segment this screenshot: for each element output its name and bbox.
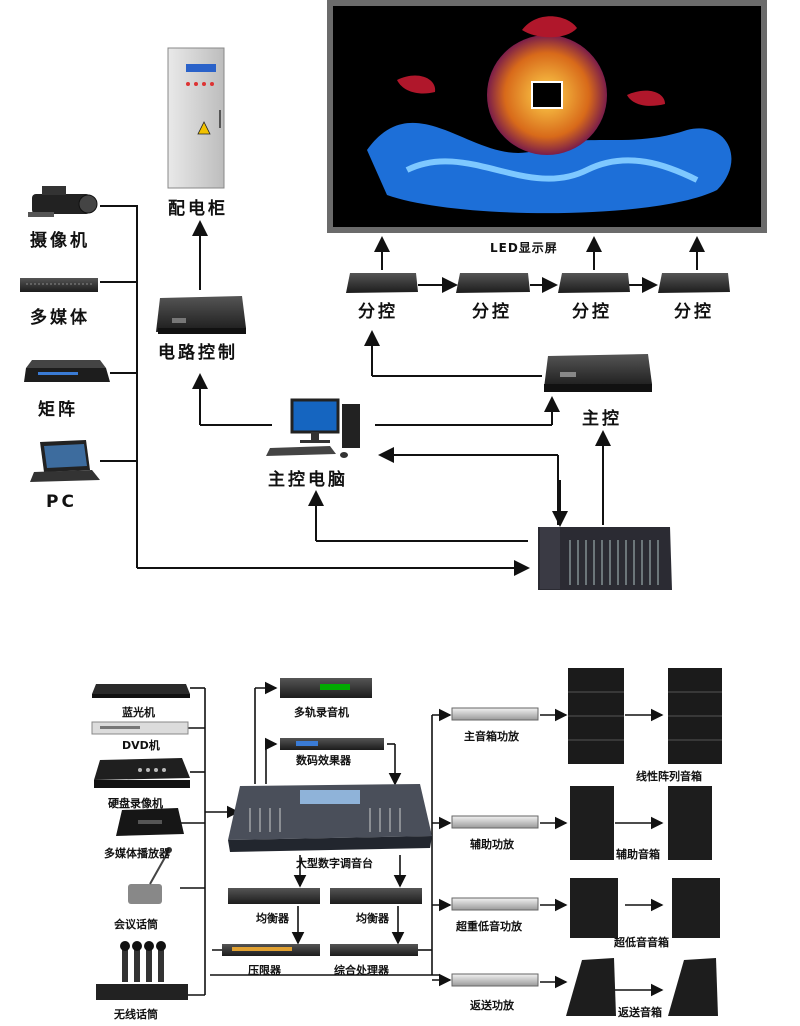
source-label-dvd: DVD机	[122, 739, 160, 752]
aux-speaker-icon	[570, 786, 712, 860]
sub-controller-box	[346, 273, 730, 293]
sub-control-label-2: 分控	[472, 302, 512, 322]
amp-label-monitor: 返送功放	[470, 999, 514, 1012]
digital-console-icon	[228, 784, 432, 852]
line-array-speaker-icon	[568, 668, 722, 764]
limiter-icon	[222, 944, 320, 956]
camera-icon	[28, 186, 98, 217]
processor-label: 综合处理器	[334, 964, 389, 977]
source-label-media-player: 多媒体播放器	[104, 847, 170, 860]
audio-mixer-icon	[538, 527, 672, 590]
amp-label-sub: 超重低音功放	[456, 920, 522, 933]
sub-control-label-3: 分控	[572, 302, 612, 322]
dvr-icon	[94, 758, 190, 788]
speaker-label-aux: 辅助音箱	[616, 848, 660, 861]
source-label-camera: 摄像机	[30, 231, 90, 251]
source-label-matrix: 矩阵	[38, 400, 78, 420]
digital-fx-label: 数码效果器	[296, 754, 351, 767]
wireless-mic-icon	[96, 941, 188, 1000]
conference-mic-icon	[128, 847, 172, 904]
mixer-label: 大型数字调音台	[296, 857, 373, 870]
speaker-label-line-array: 线性阵列音箱	[636, 770, 702, 783]
sub-control-label-1: 分控	[358, 302, 398, 322]
amp-label-main: 主音箱功放	[464, 730, 519, 743]
desktop-computer-icon	[266, 398, 360, 458]
power-cabinet-icon	[167, 47, 225, 189]
multitrack-recorder-icon	[280, 678, 372, 698]
circuit-control-box	[156, 296, 246, 334]
source-label-conference-mic: 会议话筒	[114, 918, 158, 931]
speaker-label-monitor: 返送音箱	[618, 1006, 662, 1019]
main-control-label: 主控	[582, 409, 622, 429]
eq1-label: 均衡器	[256, 912, 289, 925]
cabinet-label: 配电柜	[168, 199, 228, 219]
led-screen-label: LED显示屏	[490, 241, 558, 255]
limiter-label: 压限器	[248, 964, 281, 977]
sub-control-label-4: 分控	[674, 302, 714, 322]
eq2-label: 均衡器	[356, 912, 389, 925]
main-pc-label: 主控电脑	[268, 470, 348, 490]
digital-effects-icon	[280, 738, 384, 750]
bluray-player-icon	[92, 684, 190, 698]
led-screen-artwork	[367, 16, 732, 214]
main-controller-box	[544, 354, 652, 392]
media-server-icon	[20, 278, 98, 292]
source-label-bluray: 蓝光机	[122, 706, 155, 719]
led-display-screen	[327, 0, 767, 233]
amp-label-aux: 辅助功放	[470, 838, 514, 851]
circuit-control-label: 电路控制	[158, 343, 238, 363]
laptop-icon	[30, 440, 100, 482]
power-amplifier-icon	[451, 707, 539, 987]
source-label-dvr: 硬盘录像机	[108, 797, 163, 810]
matrix-switcher-icon	[24, 360, 110, 382]
multitrack-label: 多轨录音机	[294, 706, 349, 719]
source-label-media: 多媒体	[30, 308, 90, 328]
subwoofer-icon	[570, 878, 720, 938]
speaker-label-sub: 超低音音箱	[614, 936, 669, 949]
processor-icon	[330, 944, 418, 956]
equalizer-icon	[228, 888, 422, 904]
monitor-wedge-icon	[566, 958, 718, 1016]
dvd-player-icon	[91, 721, 189, 735]
source-label-wireless-mic: 无线话筒	[114, 1008, 158, 1021]
media-player-icon	[116, 808, 184, 836]
source-label-pc: PC	[46, 492, 77, 512]
